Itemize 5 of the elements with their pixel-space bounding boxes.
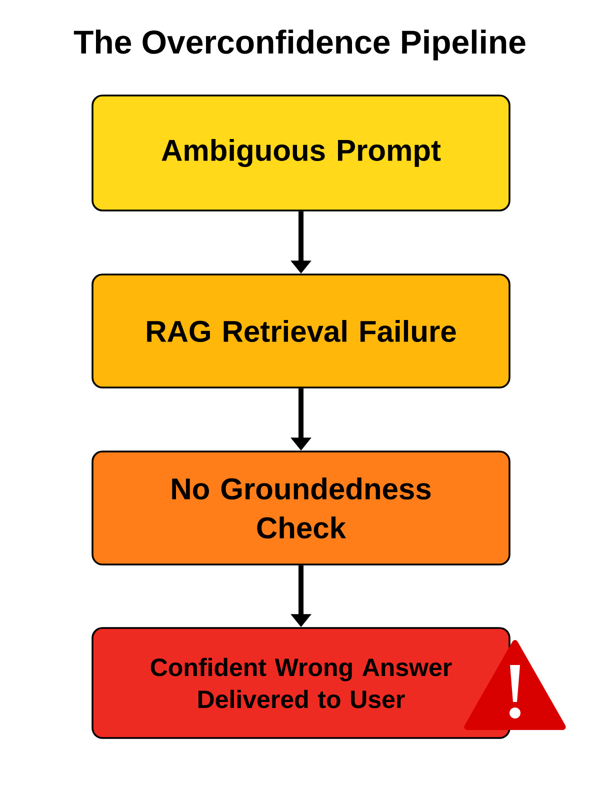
title: The Overconfidence Pipeline <box>74 30 526 60</box>
process-box: RAG Retrieval Failure <box>92 274 510 388</box>
process-box: No Groundedness Check <box>92 450 510 566</box>
process-box: Ambiguous Prompt <box>92 94 510 212</box>
process-box: Confident Wrong Answer Delivered to User <box>92 627 510 739</box>
